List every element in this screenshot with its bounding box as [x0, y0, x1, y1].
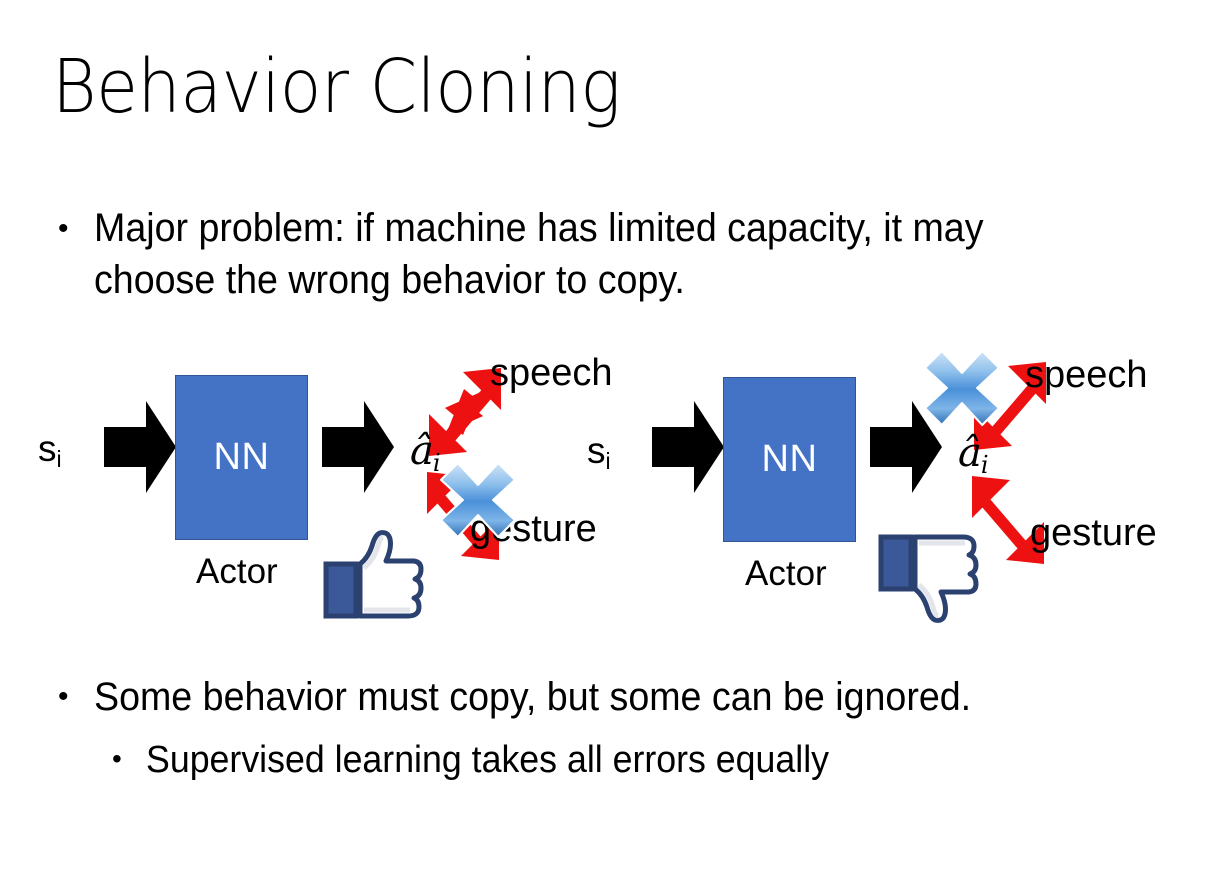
bullet-marker: •	[58, 212, 69, 245]
bullet-item-2: • Some behavior must copy, but some can …	[58, 672, 1168, 722]
actor-caption-right: Actor	[745, 554, 827, 593]
bullet-text: Supervised learning takes all errors equ…	[146, 739, 830, 781]
state-input-label-left: si	[38, 428, 62, 473]
input-arrow-left	[104, 401, 176, 493]
state-input-label-right: si	[587, 430, 611, 475]
actor-caption-left: Actor	[196, 552, 278, 591]
cross-out-icon-gesture-left	[439, 461, 517, 539]
thumbs-up-icon-left	[323, 530, 424, 619]
bullet-item-3: • Supervised learning takes all errors e…	[112, 735, 1162, 785]
output-label-speech-left: speech	[490, 352, 613, 394]
diagram-right: si NN Actor speech	[565, 340, 1205, 640]
bullet-item-1: • Major problem: if machine has limited …	[58, 202, 1138, 306]
link-arrow-speech-left	[429, 368, 501, 456]
bullet-text: Some behavior must copy, but some can be…	[94, 675, 972, 719]
cross-out-icon-speech-right	[923, 349, 1001, 427]
output-arrow-right	[870, 401, 942, 493]
action-output-label-right: âi	[958, 430, 989, 480]
output-arrow-left	[322, 401, 394, 493]
input-arrow-right	[652, 401, 724, 493]
bullet-marker: •	[58, 680, 69, 713]
bullet-text: Major problem: if machine has limited ca…	[94, 206, 984, 302]
thumbs-down-icon-right	[878, 534, 979, 623]
nn-box-right: NN	[723, 377, 856, 542]
action-output-label-left: âi	[410, 428, 441, 478]
link-arrow-gesture-right	[972, 476, 1044, 564]
diagram-left: si NN Actor speech âi	[20, 340, 640, 640]
page-title: Behavior Cloning	[52, 44, 621, 130]
output-label-gesture-right: gesture	[1030, 512, 1157, 554]
output-label-speech-right: speech	[1025, 354, 1148, 396]
nn-box-left: NN	[175, 375, 308, 540]
bullet-marker: •	[112, 743, 122, 774]
nn-box-label: NN	[213, 436, 270, 478]
nn-box-label: NN	[761, 438, 818, 480]
